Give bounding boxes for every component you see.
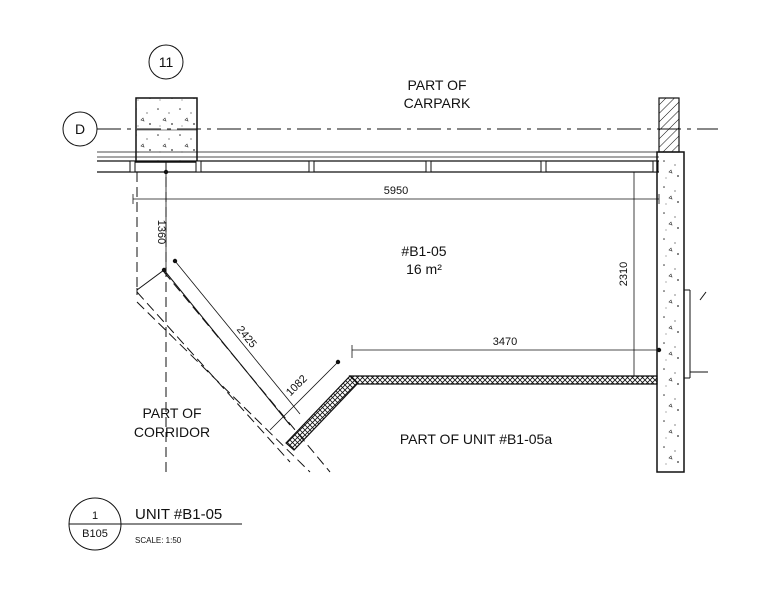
dim-overall-width: 5950 xyxy=(384,185,408,197)
dimension-lines xyxy=(132,169,662,431)
unit-area-label: 16 m² xyxy=(406,261,442,277)
adjacent-unit-label: PART OF UNIT #B1-05a xyxy=(400,431,552,447)
drawing-scale: SCALE: 1:50 xyxy=(135,536,182,545)
top-boundary xyxy=(97,151,659,173)
carpark-label-line2: CARPARK xyxy=(404,95,471,111)
lower-wall-horizontal xyxy=(348,375,658,385)
dim-lower-width: 3470 xyxy=(493,336,517,348)
dim-offset: 1082 xyxy=(284,373,310,399)
grid-bubble-d: D xyxy=(62,111,98,147)
right-concrete-wall xyxy=(656,151,685,473)
dim-left-height: 1360 xyxy=(155,220,167,244)
diagonal-boundary xyxy=(136,269,165,291)
unit-id-label: #B1-05 xyxy=(401,243,446,259)
corridor-label-line1: PART OF xyxy=(142,405,201,421)
carpark-label-line1: PART OF xyxy=(407,77,466,93)
drawing-title: UNIT #B1-05 xyxy=(135,506,222,523)
mullions xyxy=(129,160,659,173)
dim-right-height: 2310 xyxy=(618,262,630,286)
hatched-wall xyxy=(658,97,680,153)
grid-bubble-11: 11 xyxy=(148,44,184,80)
corridor-label-line2: CORRIDOR xyxy=(134,424,210,440)
title-block: 1 B105 UNIT #B1-05 SCALE: 1:50 xyxy=(68,497,242,551)
sheet-number: B105 xyxy=(82,528,108,540)
drawing-number: 1 xyxy=(92,510,98,522)
grid-tag-11: 11 xyxy=(159,54,174,70)
grid-tag-d: D xyxy=(75,121,85,137)
